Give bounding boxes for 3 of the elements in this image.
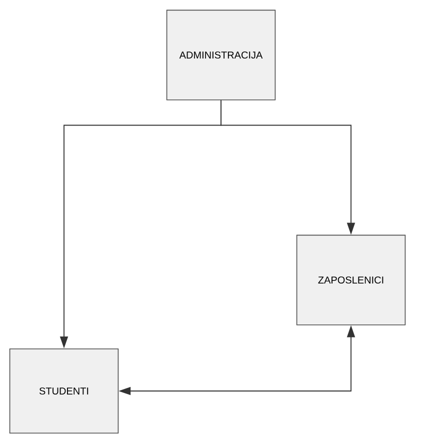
process-box: ADMINISTRACIJA <box>166 10 276 100</box>
process-box: ZAPOSLENICI <box>296 234 406 326</box>
process-box: STUDENTI <box>9 348 119 434</box>
